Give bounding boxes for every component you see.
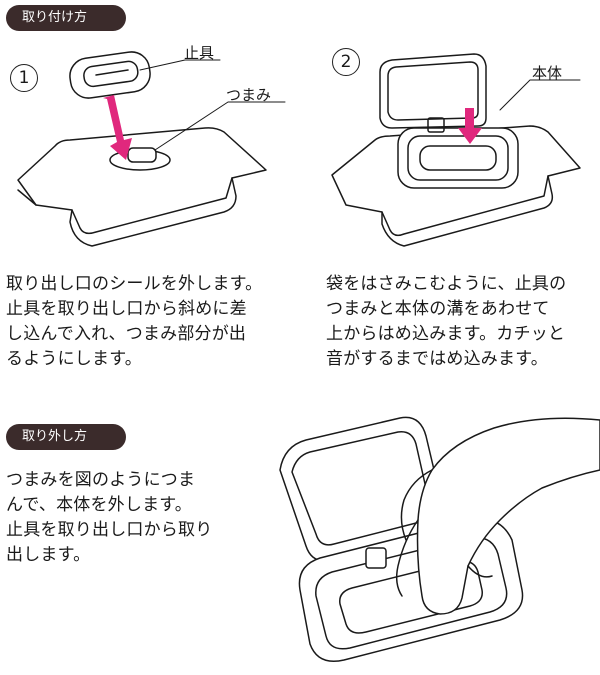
label-knob: つまみ bbox=[226, 86, 272, 104]
step1-package-illustration bbox=[17, 51, 286, 247]
remove-line: 出します。 bbox=[6, 545, 91, 565]
step1-line: 取り出し口のシールを外します。 bbox=[6, 274, 263, 294]
step1-line: 止具を取り出し口から斜めに差 bbox=[6, 299, 247, 319]
remove-text: つまみを図のようにつま んで、本体を外します。 止具を取り出し口から取り 出しま… bbox=[6, 468, 212, 568]
label-body: 本体 bbox=[532, 64, 563, 82]
attach-title: 取り付け方 bbox=[6, 5, 126, 31]
remove-line: 止具を取り出し口から取り bbox=[6, 520, 213, 540]
remove-title: 取り外し方 bbox=[6, 424, 126, 450]
step2-package-illustration bbox=[331, 53, 581, 247]
step1-line: し込んで入れ、つまみ部分が出 bbox=[6, 324, 247, 344]
step2-line: 上からはめ込みます。カチッと bbox=[326, 324, 566, 344]
remove-line: つまみを図のようにつま bbox=[6, 470, 196, 490]
step1-stopper-illustration bbox=[69, 51, 151, 99]
step1-number: 1 bbox=[10, 64, 38, 92]
step2-text: 袋をはさみこむように、止具の つまみと本体の溝をあわせて 上からはめ込みます。カ… bbox=[326, 272, 566, 372]
step2-line: 音がするまではめ込みます。 bbox=[326, 349, 548, 369]
remove-line: んで、本体を外します。 bbox=[6, 495, 192, 515]
remove-illustration bbox=[279, 416, 600, 662]
step2-number: 2 bbox=[332, 48, 360, 76]
step2-line: つまみと本体の溝をあわせて bbox=[326, 299, 550, 319]
step1-text: 取り出し口のシールを外します。 止具を取り出し口から斜めに差 し込んで入れ、つま… bbox=[6, 272, 262, 372]
step2-line: 袋をはさみこむように、止具の bbox=[326, 274, 567, 294]
step1-line: るようにします。 bbox=[6, 349, 142, 369]
label-stopper: 止具 bbox=[184, 44, 215, 62]
